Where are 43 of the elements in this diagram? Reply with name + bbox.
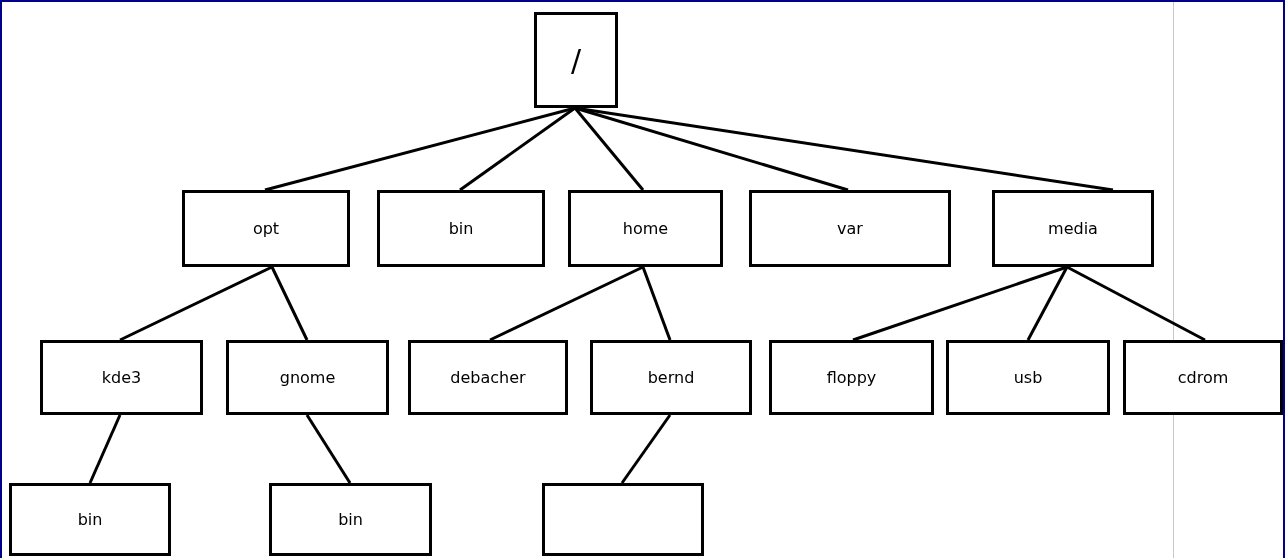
folder-name: floppy (826, 368, 877, 387)
tree-line (305, 414, 352, 484)
folder-box (769, 340, 934, 415)
tree-line (1066, 265, 1206, 342)
folder-box (377, 190, 545, 267)
folder-name: bernd (647, 368, 695, 387)
folder-box (946, 340, 1110, 415)
folder-name: bin (338, 510, 363, 529)
folder-name: debacher (450, 368, 526, 387)
folder-box (182, 190, 350, 267)
tree-line (459, 106, 576, 192)
folder-box (542, 483, 704, 556)
folder-name: opt (252, 219, 280, 238)
tree-line (489, 265, 644, 342)
tree-line (573, 107, 645, 191)
folder-box (40, 340, 203, 415)
folder-box (749, 190, 951, 267)
folder-box (1123, 340, 1283, 415)
tree-line (620, 414, 672, 484)
folder-box (408, 340, 568, 415)
folder-name: bin (448, 219, 474, 238)
folder-name: / (570, 42, 582, 78)
tree-line (270, 266, 309, 341)
folder-name: usb (1013, 368, 1043, 387)
folder-box (992, 190, 1154, 267)
tree-line (88, 414, 122, 484)
tree-line (641, 266, 672, 341)
folder-name: bin (77, 510, 103, 529)
folder-box (568, 190, 723, 267)
folder-box (590, 340, 752, 415)
folder-name: gnome (279, 368, 336, 387)
tree-line (852, 265, 1068, 342)
folder-name: media (1048, 219, 1098, 238)
tree-line (119, 265, 273, 342)
folder-box (269, 483, 432, 556)
folder-name: var (837, 219, 863, 238)
folder-box (9, 483, 171, 556)
folder-box (226, 340, 389, 415)
folder-name: cdrom (1177, 368, 1229, 387)
tree-line (1026, 266, 1069, 341)
folder-box (534, 12, 618, 108)
folder-name: kde3 (101, 368, 142, 387)
folder-name: home (622, 219, 669, 238)
